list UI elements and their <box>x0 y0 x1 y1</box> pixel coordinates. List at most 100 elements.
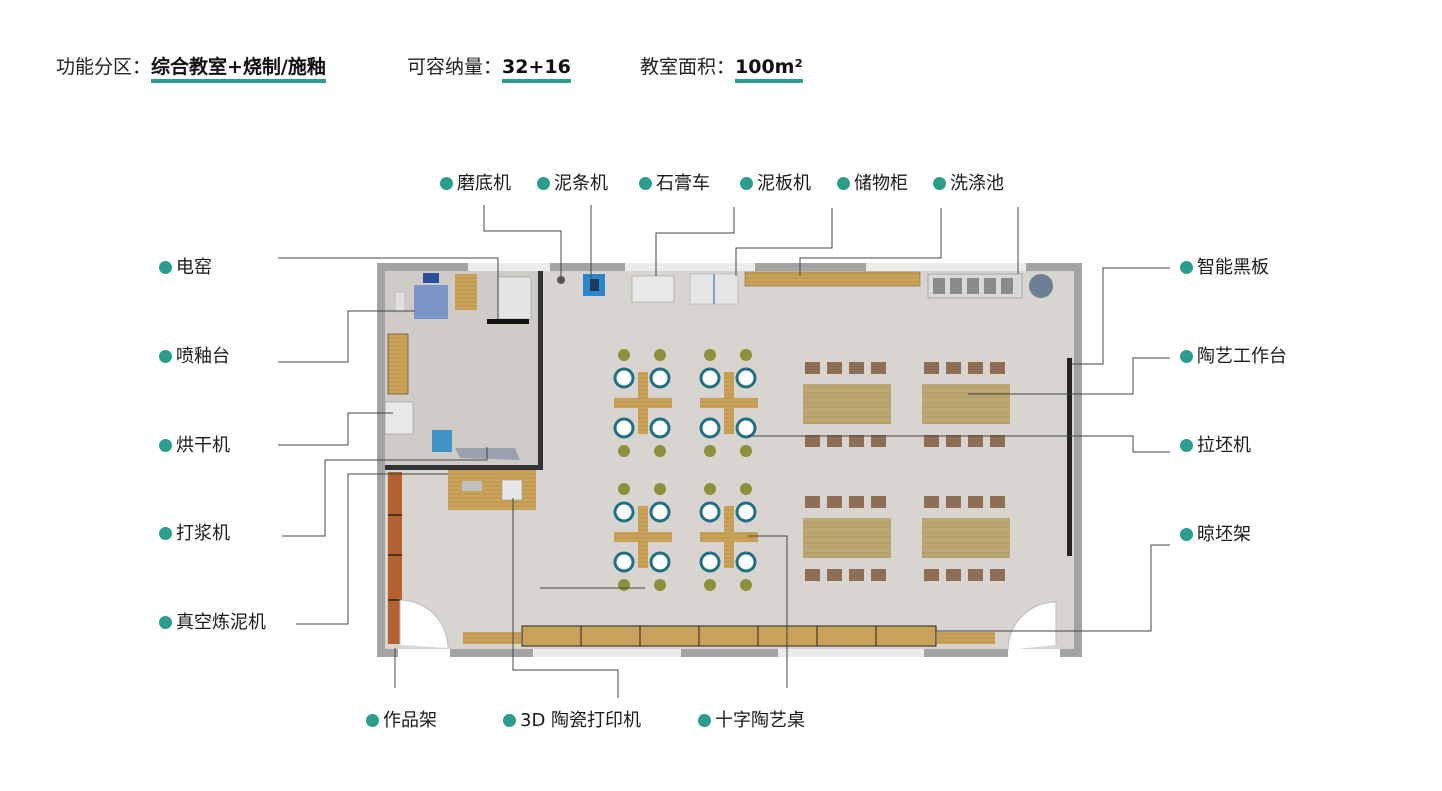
stool <box>654 579 666 591</box>
3d-printer-table <box>448 470 536 510</box>
bullet-icon <box>1180 350 1193 363</box>
window-top-3 <box>866 263 1026 271</box>
bullet-icon <box>159 439 172 452</box>
label-spray-glaze-booth: 喷釉台 <box>159 346 230 368</box>
label-extruder: 泥条机 <box>537 173 608 195</box>
cross-table <box>613 349 672 457</box>
stool <box>740 349 752 361</box>
chair <box>827 496 842 508</box>
pottery-wheel <box>649 551 671 573</box>
bullet-icon <box>537 177 550 190</box>
extruder-core <box>590 279 599 291</box>
storage-cabinet <box>744 271 921 287</box>
window-bottom-1 <box>533 649 681 657</box>
label-foot-grinder: 磨底机 <box>440 173 511 195</box>
classroom-area: 教室面积：100m² <box>640 52 803 83</box>
bullet-icon <box>1180 528 1193 541</box>
pottery-wheel <box>649 501 671 523</box>
stool <box>654 349 666 361</box>
sink-drum <box>1029 274 1053 298</box>
stool <box>618 349 630 361</box>
label-cross-pottery-table: 十字陶艺桌 <box>698 710 805 732</box>
chair <box>946 496 961 508</box>
pottery-wheel <box>699 551 721 573</box>
classroom-area-label: 教室面积： <box>640 56 736 78</box>
chair <box>924 496 939 508</box>
foot-grinder <box>557 276 565 284</box>
label-storage-cabinet: 储物柜 <box>837 173 908 195</box>
stool <box>704 579 716 591</box>
function-zone-value: 综合教室+烧制/施釉 <box>151 56 326 83</box>
chair <box>946 362 961 374</box>
chair <box>990 496 1005 508</box>
bottom-bench-right <box>937 632 995 644</box>
chair <box>805 496 820 508</box>
kiln-room-wall-right <box>538 271 543 469</box>
stool <box>618 483 630 495</box>
capacity-value: 32+16 <box>502 56 571 83</box>
bullet-icon <box>159 616 172 629</box>
kiln-room-cart <box>394 291 406 313</box>
chair <box>968 435 983 447</box>
chair <box>827 435 842 447</box>
electric-kiln <box>414 285 448 319</box>
label-vacuum-pug-mill: 真空炼泥机 <box>159 612 266 634</box>
stool <box>618 579 630 591</box>
pottery-wheel <box>613 501 635 523</box>
window-top-1 <box>468 263 550 271</box>
kiln-room-shelf <box>387 333 409 395</box>
kiln-top <box>423 273 439 283</box>
bullet-icon <box>159 527 172 540</box>
bullet-icon <box>740 177 753 190</box>
chair <box>805 435 820 447</box>
plaster-cart <box>631 275 675 303</box>
stool <box>740 579 752 591</box>
stool <box>654 445 666 457</box>
drying-rack <box>521 625 937 647</box>
cross-tables <box>613 349 758 591</box>
cross-table <box>699 483 758 591</box>
chair <box>946 569 961 581</box>
workbench <box>922 496 1010 581</box>
bullet-icon <box>1180 439 1193 452</box>
chair <box>968 569 983 581</box>
label-blunger: 打浆机 <box>159 523 230 545</box>
dryer <box>384 401 414 435</box>
smart-blackboard-panel <box>1067 358 1072 556</box>
capacity-label: 可容纳量： <box>407 56 503 78</box>
chair <box>849 569 864 581</box>
chair <box>924 569 939 581</box>
stool <box>704 445 716 457</box>
pottery-wheel <box>613 551 635 573</box>
chair <box>968 362 983 374</box>
door-gap-left <box>398 649 450 657</box>
pottery-wheel <box>649 417 671 439</box>
stool <box>618 445 630 457</box>
label-artwork-shelf: 作品架 <box>366 710 437 732</box>
3d-printer <box>501 479 523 501</box>
pottery-wheel <box>735 417 757 439</box>
stool <box>740 445 752 457</box>
pug-mill <box>432 430 452 452</box>
window-top-2 <box>625 263 755 271</box>
bullet-icon <box>366 714 379 727</box>
chair <box>924 435 939 447</box>
bullet-icon <box>440 177 453 190</box>
cross-table <box>613 483 672 591</box>
sink-basins <box>933 278 1013 294</box>
label-ceramic-workbench: 陶艺工作台 <box>1180 346 1287 368</box>
chair <box>827 569 842 581</box>
label-wash-sink: 洗涤池 <box>933 173 1004 195</box>
bullet-icon <box>159 350 172 363</box>
bullet-icon <box>933 177 946 190</box>
chair <box>805 569 820 581</box>
bullet-icon <box>837 177 850 190</box>
chair <box>924 362 939 374</box>
door-left <box>399 599 449 649</box>
window-bottom-2 <box>778 649 924 657</box>
pottery-wheel <box>699 367 721 389</box>
label-electric-kiln: 电窑 <box>159 257 212 279</box>
stool <box>704 483 716 495</box>
chair <box>990 569 1005 581</box>
